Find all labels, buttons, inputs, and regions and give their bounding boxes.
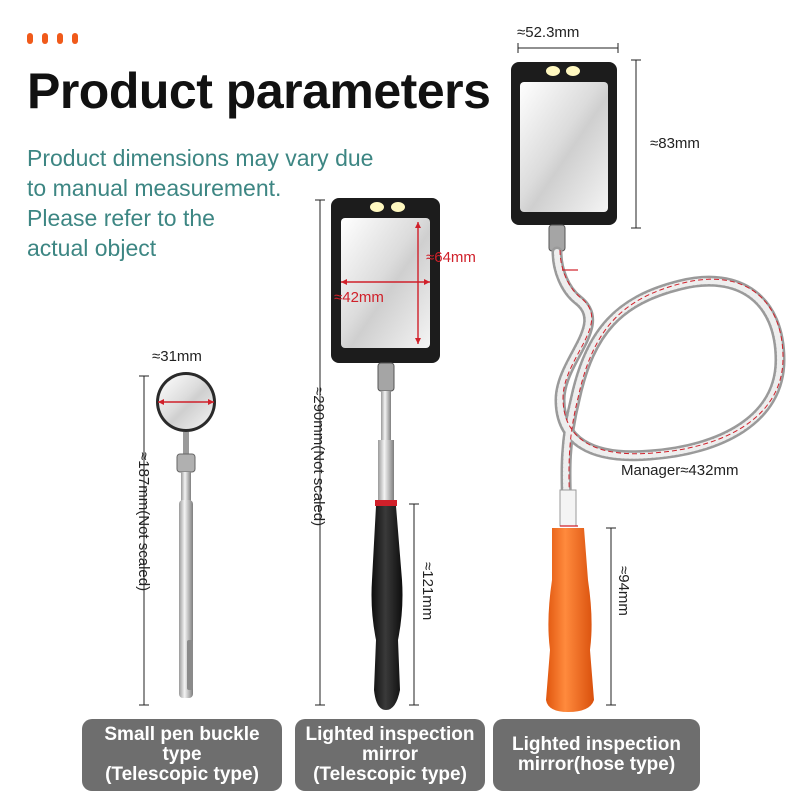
tele-mirror-height-dim: ≈64mm — [426, 249, 476, 266]
label-line: Small pen buckle — [104, 724, 260, 745]
tele-mirror-length-dim: ≈290mm(Not scaled) — [310, 387, 327, 527]
label-line: Lighted inspection — [512, 734, 681, 755]
label-line: Lighted inspection — [305, 724, 475, 745]
pen-mirror — [139, 372, 216, 706]
accent-dot — [27, 33, 33, 44]
hose-lighted-mirror — [511, 43, 786, 712]
note-line: actual object — [27, 235, 157, 261]
product-label-pen: Small pen buckle type (Telescopic type) — [82, 719, 282, 791]
measurement-note: Product dimensions may vary due to manua… — [27, 143, 447, 263]
page-title: Product parameters — [27, 63, 491, 119]
accent-dot — [42, 33, 48, 44]
product-label-hose: Lighted inspection mirror(hose type) — [493, 719, 700, 791]
label-line: (Telescopic type) — [313, 764, 467, 785]
hose-length-dim: Manager≈432mm — [621, 462, 739, 479]
accent-dot — [57, 33, 63, 44]
accent-dots — [27, 33, 78, 44]
hose-handle-length-dim: ≈94mm — [615, 566, 632, 616]
accent-dot — [72, 33, 78, 44]
label-line: mirror — [362, 744, 418, 765]
product-label-telescopic: Lighted inspection mirror (Telescopic ty… — [295, 719, 485, 791]
label-line: type — [162, 744, 202, 765]
label-line: mirror(hose type) — [517, 754, 676, 775]
telescopic-lighted-mirror — [315, 198, 440, 710]
note-line: Product dimensions may vary due — [27, 145, 374, 171]
hose-head-height-dim: ≈83mm — [650, 135, 700, 152]
tele-mirror-width-dim: ≈42mm — [334, 289, 384, 306]
pen-mirror-length-dim: ≈187mm(Not scaled) — [135, 452, 152, 592]
hose-head-width-dim: ≈52.3mm — [517, 24, 580, 41]
tele-handle-length-dim: ≈121mm — [419, 562, 436, 621]
note-line: Please refer to the — [27, 205, 215, 231]
pen-mirror-width-dim: ≈31mm — [152, 348, 202, 365]
label-line: (Telescopic type) — [105, 764, 259, 785]
note-line: to manual measurement. — [27, 175, 282, 201]
